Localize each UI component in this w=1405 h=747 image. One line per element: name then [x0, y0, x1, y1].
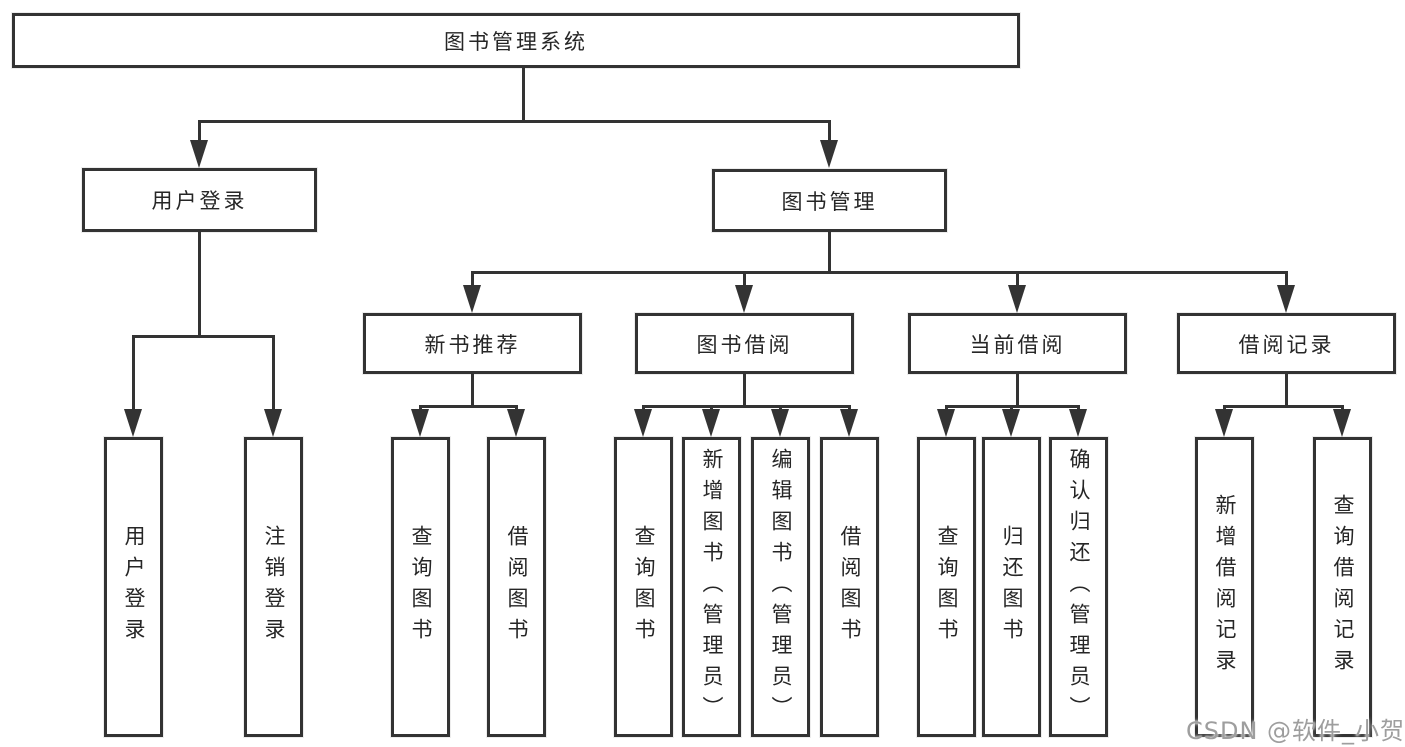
connector-vline — [271, 336, 275, 409]
connector-vline — [827, 232, 831, 273]
node-label: 查询借阅记录 — [1331, 494, 1355, 680]
node-borrowing-records: 借阅记录 — [1177, 313, 1396, 374]
arrow-down-icon — [820, 140, 838, 168]
arrow-down-icon — [463, 285, 481, 313]
connector-vline — [742, 272, 746, 288]
node-label: 查询图书 — [632, 525, 656, 649]
node-book-management: 图书管理 — [712, 169, 947, 232]
node-label: 借阅图书 — [505, 525, 529, 649]
leaf-query-books-recommend: 查询图书 — [391, 437, 450, 737]
arrow-down-icon — [124, 409, 142, 437]
leaf-user-login: 用户登录 — [104, 437, 163, 737]
arrow-down-icon — [634, 409, 652, 437]
node-label: 图书借阅 — [696, 332, 793, 357]
leaf-query-borrow-record: 查询借阅记录 — [1313, 437, 1372, 737]
arrow-down-icon — [507, 409, 525, 437]
node-label: 确认归还（管理员） — [1067, 447, 1091, 727]
node-label: 用户登录 — [122, 525, 146, 649]
connector-hline — [197, 119, 831, 123]
node-label: 查询图书 — [409, 525, 433, 649]
node-current-borrowing: 当前借阅 — [908, 313, 1127, 374]
arrow-down-icon — [1069, 409, 1087, 437]
node-label: 当前借阅 — [969, 332, 1066, 357]
arrow-down-icon — [937, 409, 955, 437]
connector-vline — [197, 232, 201, 337]
node-book-borrowing: 图书借阅 — [635, 313, 854, 374]
arrow-down-icon — [411, 409, 429, 437]
arrow-down-icon — [264, 409, 282, 437]
leaf-query-books-borrowing: 查询图书 — [614, 437, 673, 737]
node-user-login: 用户登录 — [82, 168, 317, 232]
leaf-borrow-books-recommend: 借阅图书 — [487, 437, 546, 737]
arrow-down-icon — [735, 285, 753, 313]
arrow-down-icon — [771, 409, 789, 437]
node-new-book-recommend: 新书推荐 — [363, 313, 582, 374]
arrow-down-icon — [1277, 285, 1295, 313]
node-label: 借阅记录 — [1238, 332, 1335, 357]
node-label: 编辑图书（管理员） — [769, 447, 793, 727]
arrow-down-icon — [840, 409, 858, 437]
connector-hline — [418, 404, 518, 408]
connector-vline — [1015, 374, 1019, 407]
connector-hline — [641, 404, 851, 408]
arrow-down-icon — [1002, 409, 1020, 437]
leaf-logout: 注销登录 — [244, 437, 303, 737]
leaf-edit-books-admin: 编辑图书（管理员） — [751, 437, 810, 737]
connector-hline — [131, 334, 275, 338]
connector-vline — [470, 374, 474, 407]
leaf-add-books-admin: 新增图书（管理员） — [682, 437, 741, 737]
node-label: 借阅图书 — [838, 525, 862, 649]
node-label: 新增借阅记录 — [1213, 494, 1237, 680]
leaf-query-books-current: 查询图书 — [917, 437, 976, 737]
connector-vline — [1284, 374, 1288, 407]
leaf-borrow-books: 借阅图书 — [820, 437, 879, 737]
leaf-confirm-return-admin: 确认归还（管理员） — [1049, 437, 1108, 737]
connector-vline — [521, 68, 525, 123]
node-library-management-system: 图书管理系统 — [12, 13, 1020, 68]
arrow-down-icon — [702, 409, 720, 437]
connector-vline — [1015, 272, 1019, 288]
node-label: 归还图书 — [1000, 525, 1024, 649]
node-label: 新增图书（管理员） — [700, 447, 724, 727]
connector-vline — [827, 121, 831, 145]
connector-hline — [1222, 404, 1344, 408]
connector-vline — [197, 121, 201, 145]
leaf-add-borrow-record: 新增借阅记录 — [1195, 437, 1254, 737]
connector-vline — [131, 336, 135, 409]
connector-hline — [470, 270, 1288, 274]
connector-vline — [470, 272, 474, 288]
node-label: 查询图书 — [935, 525, 959, 649]
node-label: 注销登录 — [262, 525, 286, 649]
connector-vline — [742, 374, 746, 407]
csdn-watermark: CSDN @软件_小贺同学 — [1186, 717, 1405, 745]
node-label: 图书管理 — [781, 189, 878, 214]
arrow-down-icon — [190, 140, 208, 168]
node-label: 图书管理系统 — [444, 29, 588, 54]
arrow-down-icon — [1215, 409, 1233, 437]
arrow-down-icon — [1008, 285, 1026, 313]
leaf-return-books: 归还图书 — [982, 437, 1041, 737]
connector-vline — [1284, 272, 1288, 288]
node-label: 用户登录 — [151, 189, 248, 213]
arrow-down-icon — [1333, 409, 1351, 437]
node-label: 新书推荐 — [424, 332, 521, 357]
